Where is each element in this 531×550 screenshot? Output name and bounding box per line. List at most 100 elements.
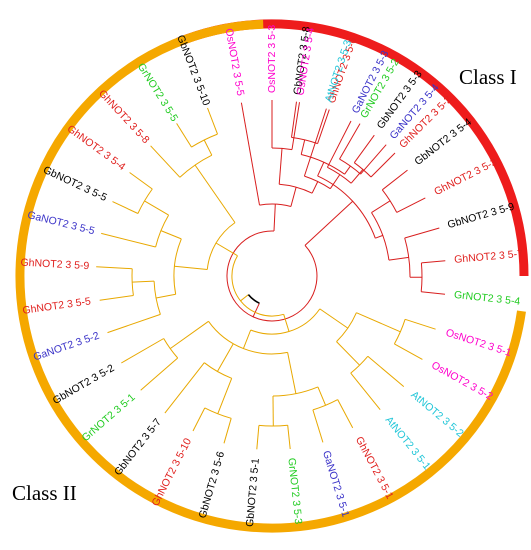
branch-45 xyxy=(252,302,260,318)
branch-57 xyxy=(312,409,324,443)
branch-7 xyxy=(344,165,351,175)
branch-53 xyxy=(336,341,360,366)
branch-76 xyxy=(169,320,209,350)
branch-47 xyxy=(394,343,423,360)
branch-73 xyxy=(140,357,179,391)
branch-87 xyxy=(156,293,176,299)
leaf-label-18: GhNOT2 3 5-10 xyxy=(149,436,194,508)
branch-49 xyxy=(356,312,401,333)
tree-branches xyxy=(96,100,446,450)
branch-107 xyxy=(240,294,249,302)
branch-43 xyxy=(273,204,276,232)
branch-79 xyxy=(250,308,321,335)
leaf-label-25: GaNOT2 3 5-5 xyxy=(26,209,96,237)
branch-55 xyxy=(319,308,349,329)
branch-105 xyxy=(215,242,238,257)
branch-15 xyxy=(421,260,446,264)
branch-41 xyxy=(290,187,297,207)
branch-4 xyxy=(339,123,361,160)
branch-5 xyxy=(360,144,387,175)
leaf-label-13: GhNOT2 3 5-1 xyxy=(353,435,396,502)
branch-88 xyxy=(101,232,156,248)
leaf-label-16: GbNOT2 3 5-1 xyxy=(244,458,262,528)
branch-19 xyxy=(404,237,411,278)
branch-36 xyxy=(327,166,352,184)
branch-35 xyxy=(350,169,364,184)
branch-96 xyxy=(174,265,208,270)
branch-14 xyxy=(404,227,440,239)
leaf-label-27: GhNOT2 3 5-4 xyxy=(65,123,128,173)
branch-30 xyxy=(303,108,327,177)
branch-0 xyxy=(291,101,297,138)
branch-11 xyxy=(396,197,426,213)
branch-100 xyxy=(191,133,218,148)
branch-31 xyxy=(326,120,352,168)
branch-68 xyxy=(204,407,232,419)
leaf-label-29: GrNOT2 3 5-5 xyxy=(135,61,181,124)
leaf-label-10: OsNOT2 3 5-2 xyxy=(429,359,495,403)
branch-20 xyxy=(388,256,409,261)
branch-8 xyxy=(301,154,345,175)
branch-85 xyxy=(132,280,155,283)
leaf-label-19: GbNOT2 3 5-7 xyxy=(112,416,164,478)
branch-24 xyxy=(304,200,354,246)
branch-94 xyxy=(160,230,182,240)
leaf-label-6: GbNOT2 3 5-9 xyxy=(446,201,516,232)
branch-13 xyxy=(371,200,391,214)
leaf-label-28: GhNOT2 3 5-8 xyxy=(96,88,152,147)
branch-72 xyxy=(216,343,234,372)
branch-92 xyxy=(144,200,169,216)
branch-37 xyxy=(329,174,341,189)
leaf-label-20: GrNOT2 3 5-1 xyxy=(80,391,138,444)
leaf-label-9: OsNOT2 3 5-1 xyxy=(444,327,513,360)
branch-27 xyxy=(291,102,300,150)
branch-44 xyxy=(226,230,318,322)
branch-70 xyxy=(164,362,205,414)
class-i-label: Class I xyxy=(459,65,517,89)
branch-97 xyxy=(150,145,181,178)
branch-56 xyxy=(337,399,354,429)
branch-80 xyxy=(283,314,290,332)
leaf-label-22: GaNOT2 3 5-2 xyxy=(32,330,101,364)
branch-33 xyxy=(370,152,396,178)
branch-90 xyxy=(129,172,153,190)
leaf-label-11: AtNOT2 3 5-2 xyxy=(408,389,465,440)
branch-81 xyxy=(107,313,161,334)
branch-103 xyxy=(194,164,236,223)
branch-83 xyxy=(96,266,133,270)
branch-78 xyxy=(242,329,252,349)
branch-34 xyxy=(354,162,372,178)
branch-108 xyxy=(247,294,260,304)
leaf-label-23: GhNOT2 3 5-5 xyxy=(22,295,92,316)
branch-25 xyxy=(240,102,260,206)
class-ii-label: Class II xyxy=(12,481,77,505)
branch-61 xyxy=(256,425,260,450)
leaf-label-5: GhNOT2 3 5-3 xyxy=(432,156,499,198)
branch-6 xyxy=(339,158,361,175)
branch-2 xyxy=(291,136,318,145)
branch-67 xyxy=(192,407,206,432)
class-ii-arc xyxy=(15,19,526,533)
branch-74 xyxy=(121,338,164,364)
branch-82 xyxy=(99,295,134,301)
branch-64 xyxy=(272,386,319,397)
branch-98 xyxy=(176,123,192,148)
branch-1 xyxy=(317,109,330,144)
branch-106 xyxy=(231,255,284,317)
branch-69 xyxy=(217,378,233,414)
leaf-label-12: AtNOT2 3 5-1 xyxy=(383,414,433,472)
branch-51 xyxy=(350,372,381,411)
branch-16 xyxy=(421,291,446,295)
leaf-label-31: OsNOT2 3 5-5 xyxy=(223,27,247,96)
leaf-label-17: GbNOT2 3 5-6 xyxy=(197,450,228,520)
branch-22 xyxy=(375,234,383,239)
class-arcs xyxy=(15,19,529,533)
branch-50 xyxy=(367,355,405,387)
branch-89 xyxy=(112,201,139,214)
branch-86 xyxy=(153,281,161,315)
leaf-label-30: GbNOT2 3 5-10 xyxy=(174,33,212,107)
branch-99 xyxy=(207,107,218,135)
leaf-label-32: OsNOT2 3 5-3 xyxy=(266,25,278,93)
leaf-label-21: GbNOT2 3 5-2 xyxy=(51,362,117,407)
